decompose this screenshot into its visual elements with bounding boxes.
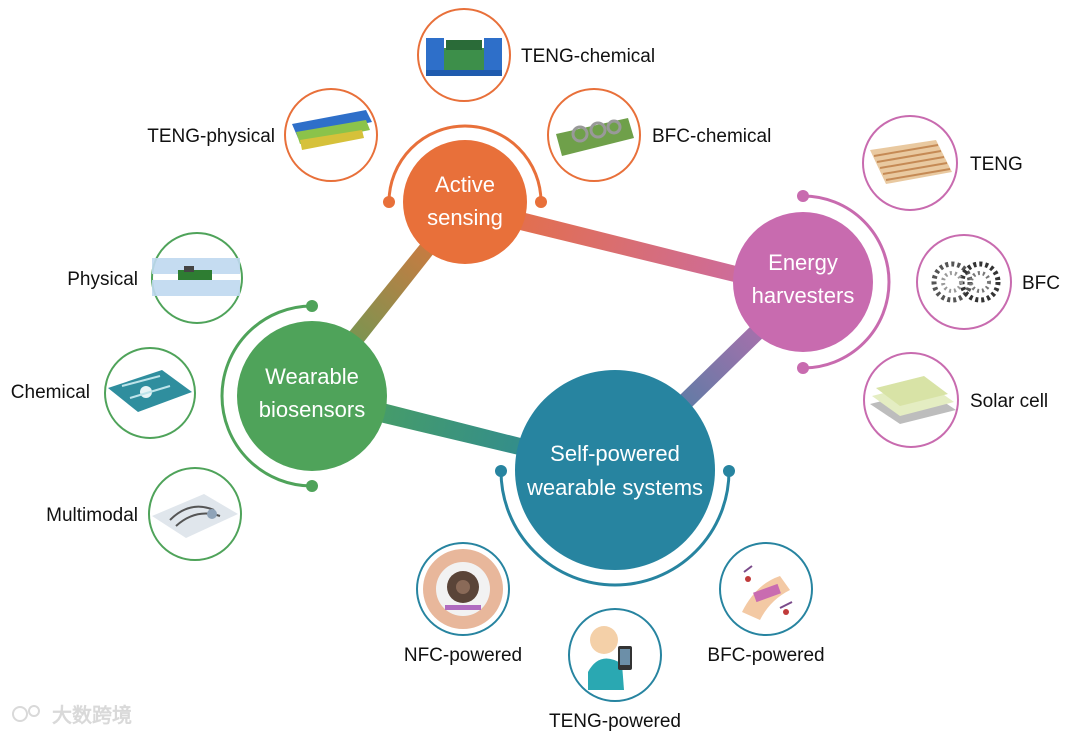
hub-self-powered-line2: wearable systems [526,475,703,500]
node-bfc: BFC [916,234,1060,330]
hub-wearable-biosensors-line2: biosensors [259,397,365,422]
hub-wearable-biosensors-line1: Wearable [265,364,359,389]
arc-energy-harvesters [797,190,891,374]
teng-physical-image [292,110,372,150]
hub-wearable-biosensors: Wearable biosensors [237,321,387,471]
teng-powered-image [588,626,632,690]
teng-chemical-image [426,38,502,76]
node-teng-chemical: TENG-chemical [417,8,655,102]
hub-energy-harvesters-line2: harvesters [752,283,855,308]
teng-image [870,140,952,184]
label-bfc: BFC [1022,273,1060,294]
hub-active-sensing-line2: sensing [427,205,503,230]
solar-cell-image [870,376,956,424]
node-solar-cell: Solar cell [863,352,1048,448]
label-bfc-powered: BFC-powered [707,645,824,666]
hub-self-powered-line1: Self-powered [550,441,680,466]
label-physical: Physical [67,269,138,290]
nfc-powered-image [423,549,503,629]
chemical-image [108,370,192,412]
node-teng-physical: TENG-physical [147,88,378,182]
connector-active-energy [458,197,800,298]
arc-self-powered [495,465,735,587]
watermark-logo-icon [12,706,28,722]
physical-image [152,258,240,296]
arc-wearable-biosensors [220,300,318,492]
bfc-image [931,261,1001,303]
label-nfc-powered: NFC-powered [404,645,522,666]
node-physical: Physical [67,232,243,324]
multimodal-image [152,494,238,538]
node-multimodal: Multimodal [46,467,242,561]
node-bfc-chemical: BFC-chemical [547,88,771,182]
hub-energy-harvesters: Energy harvesters [733,212,873,352]
label-bfc-chemical: BFC-chemical [652,126,771,147]
watermark-text: 大数跨境 [52,703,132,727]
node-nfc-powered: NFC-powered [404,542,522,666]
label-chemical: Chemical [11,382,90,403]
arc-active-sensing [383,124,547,208]
node-teng: TENG [862,115,1023,211]
bfc-powered-image [742,565,793,620]
label-multimodal: Multimodal [46,505,138,526]
hub-self-powered: Self-powered wearable systems [515,370,715,570]
hub-active-sensing: Active sensing [403,140,527,264]
label-teng-physical: TENG-physical [147,126,275,147]
label-teng: TENG [970,154,1023,175]
node-teng-powered: TENG-powered [549,608,681,732]
node-bfc-powered: BFC-powered [707,542,825,666]
hub-active-sensing-line1: Active [435,172,495,197]
watermark: 大数跨境 [12,703,132,727]
hub-energy-harvesters-line1: Energy [768,250,838,275]
label-teng-powered: TENG-powered [549,711,681,732]
label-solar-cell: Solar cell [970,391,1048,412]
bfc-chemical-image [556,118,634,156]
label-teng-chemical: TENG-chemical [521,46,655,67]
node-chemical: Chemical [11,347,196,439]
